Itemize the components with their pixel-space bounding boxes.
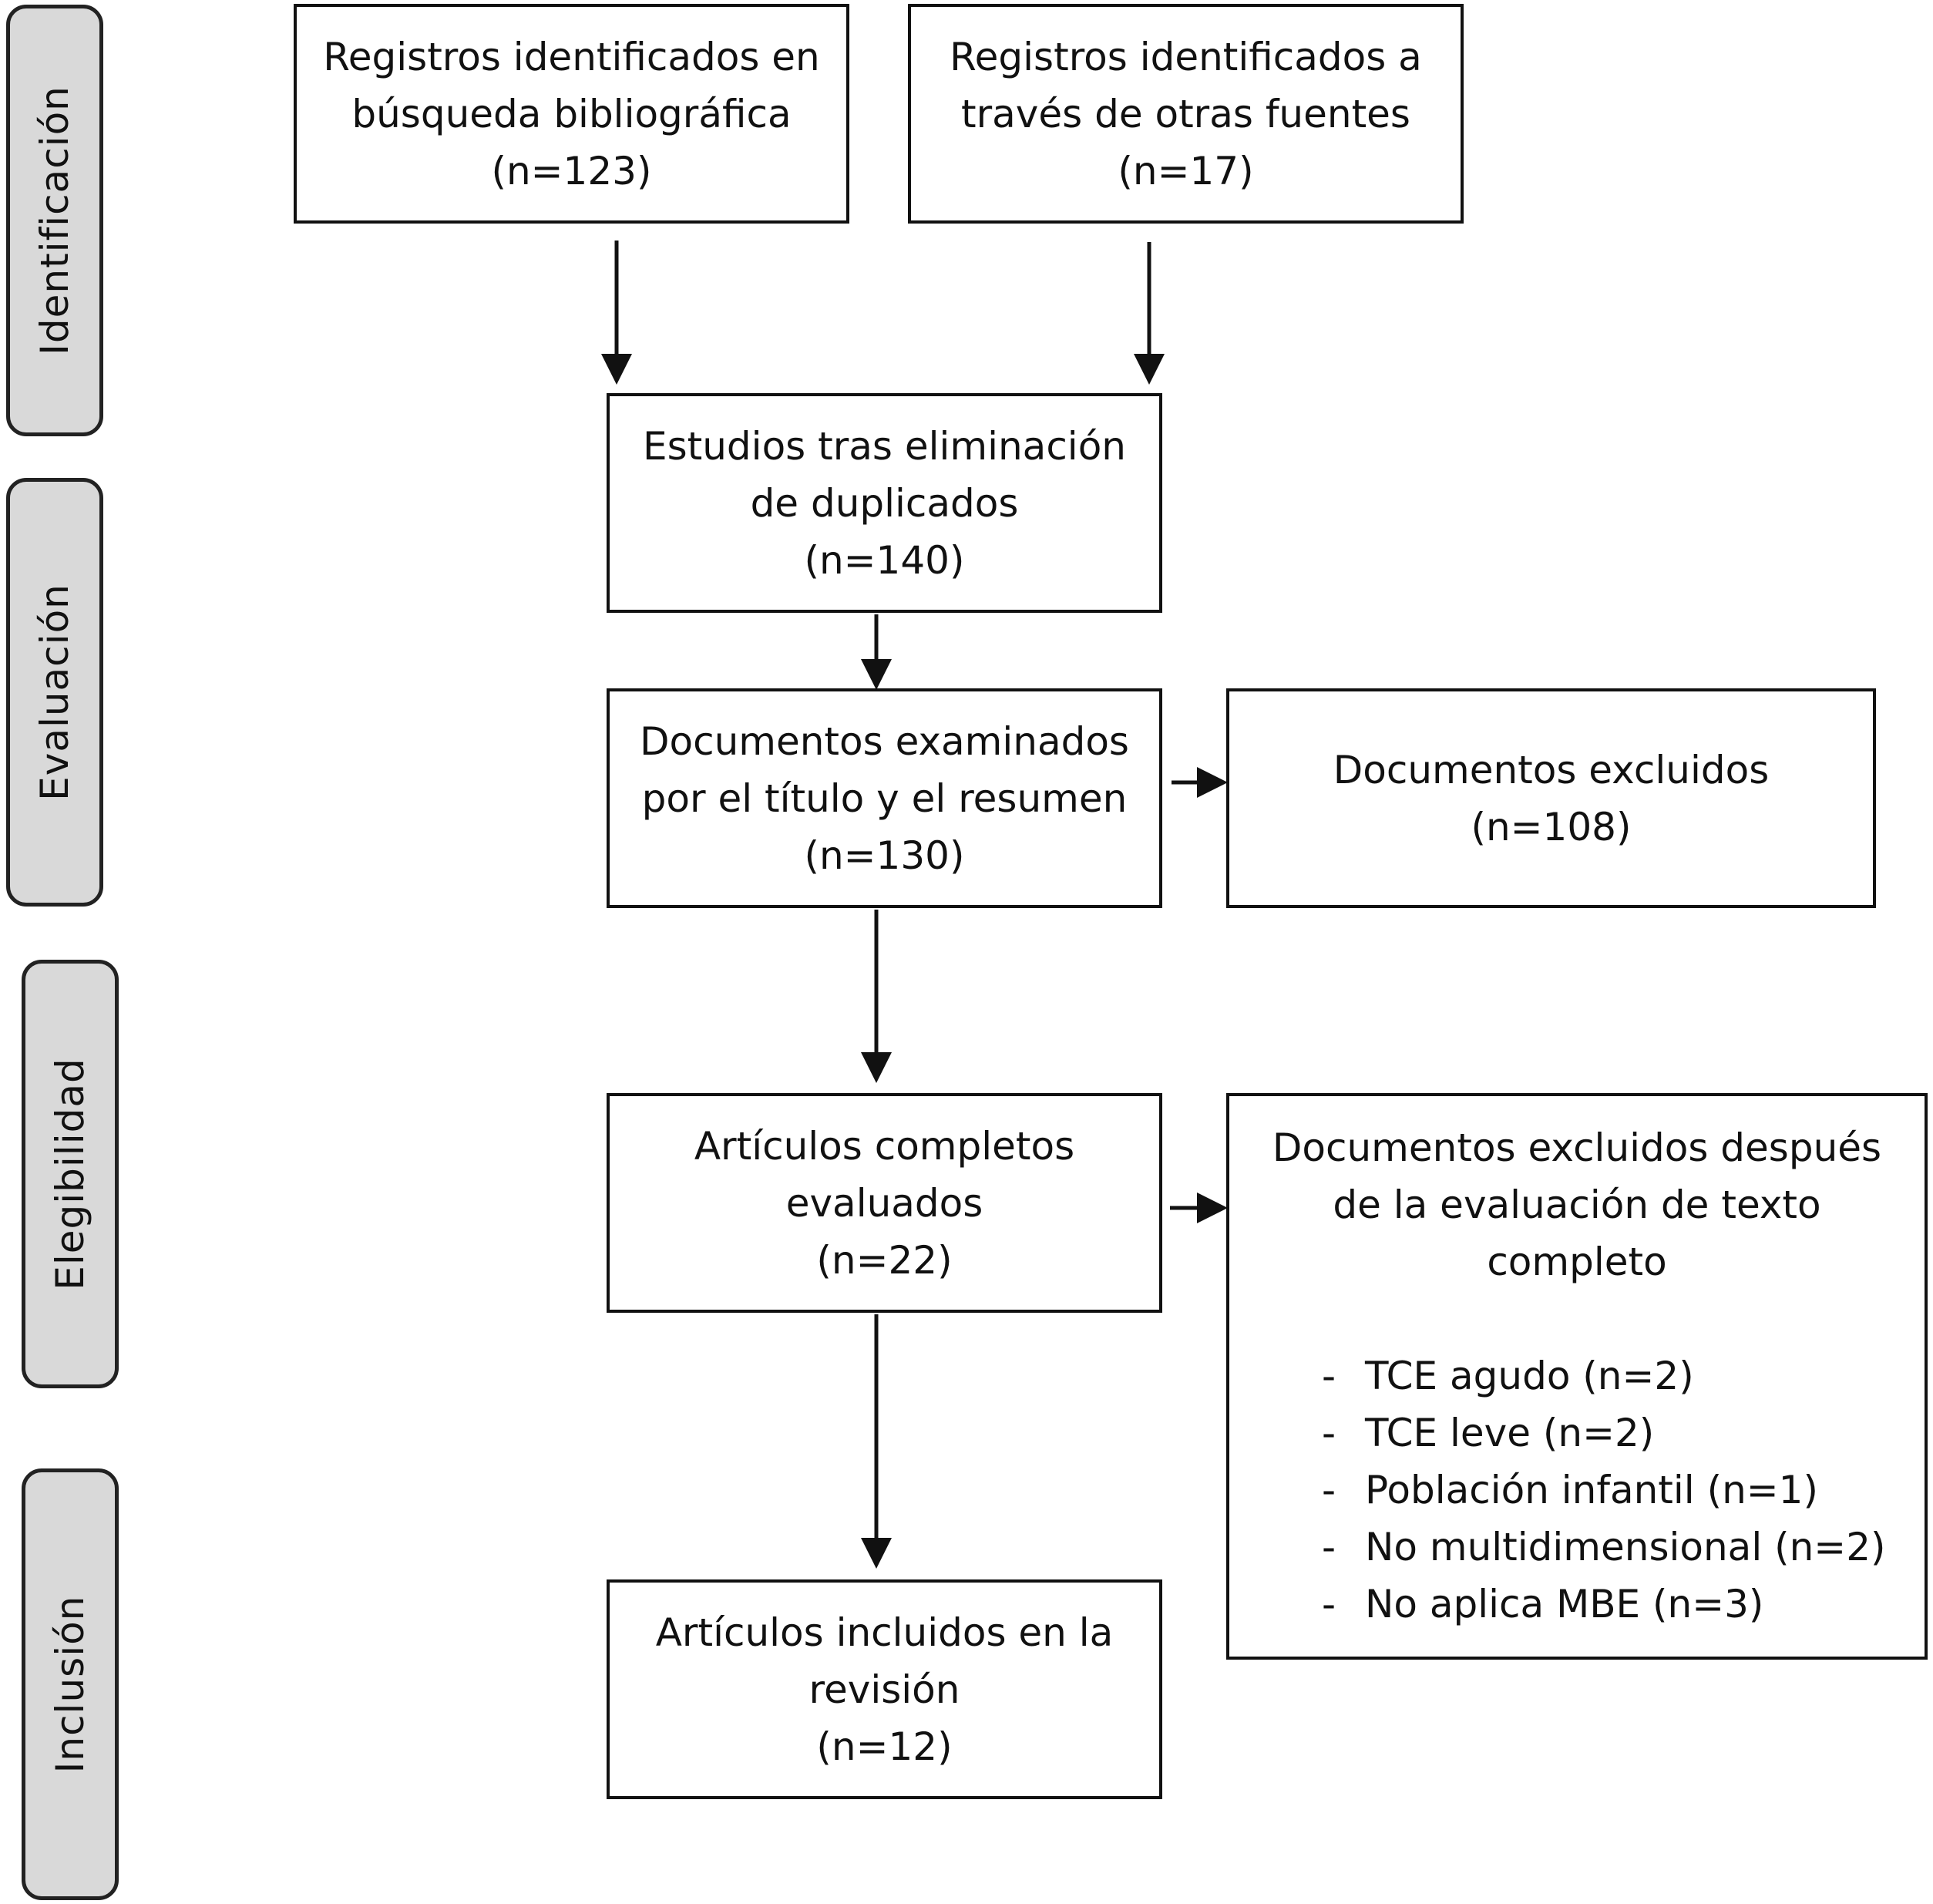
box-text-line: revisión <box>808 1667 960 1712</box>
phase-identificacion: Identificación <box>6 5 103 436</box>
list-bullet: - <box>1322 1354 1336 1398</box>
list-bullet: - <box>1322 1525 1336 1569</box>
box-articulos-incluidos: Artículos incluidos en la revisión (n=12… <box>607 1579 1162 1799</box>
box-text-line: evaluados <box>785 1180 983 1226</box>
box-documentos-excluidos: Documentos excluidos (n=108) <box>1226 688 1876 908</box>
box-text-line: Documentos excluidos después <box>1272 1125 1882 1170</box>
box-text-line: de duplicados <box>750 480 1019 526</box>
list-item-text: TCE leve (n=2) <box>1365 1411 1655 1455</box>
list-item: - No aplica MBE (n=3) <box>1322 1576 1886 1633</box>
list-bullet: - <box>1322 1468 1336 1512</box>
box-count: (n=140) <box>804 537 965 583</box>
list-item-text: Población infantil (n=1) <box>1365 1468 1818 1512</box>
box-count: (n=12) <box>816 1724 953 1769</box>
box-registros-otras-fuentes: Registros identificados a través de otra… <box>908 4 1464 224</box>
list-item: - TCE agudo (n=2) <box>1322 1347 1886 1404</box>
phase-label-evaluacion: Evaluación <box>32 584 77 801</box>
box-text-line: Artículos incluidos en la <box>655 1610 1114 1655</box>
list-item-text: TCE agudo (n=2) <box>1365 1354 1694 1398</box>
box-text-line: de la evaluación de texto <box>1333 1182 1821 1227</box>
phase-evaluacion: Evaluación <box>6 478 103 907</box>
list-bullet: - <box>1322 1582 1336 1626</box>
list-item: - No multidimensional (n=2) <box>1322 1519 1886 1576</box>
list-item: - TCE leve (n=2) <box>1322 1404 1886 1462</box>
box-text-line: por el título y el resumen <box>641 775 1128 821</box>
box-count: (n=108) <box>1471 804 1632 849</box>
list-item-text: No aplica MBE (n=3) <box>1365 1582 1764 1626</box>
phase-elegibilidad: Elegibilidad <box>22 960 119 1388</box>
box-count: (n=17) <box>1118 148 1254 193</box>
phase-label-elegibilidad: Elegibilidad <box>48 1058 92 1290</box>
phase-label-identificacion: Identificación <box>32 86 77 355</box>
list-item: - Población infantil (n=1) <box>1322 1462 1886 1519</box>
box-count: (n=22) <box>816 1237 953 1283</box>
box-registros-busqueda: Registros identificados en búsqueda bibl… <box>294 4 849 224</box>
box-text-line: través de otras fuentes <box>961 91 1410 136</box>
list-bullet: - <box>1322 1411 1336 1455</box>
box-articulos-evaluados: Artículos completos evaluados (n=22) <box>607 1093 1162 1313</box>
box-estudios-sin-duplicados: Estudios tras eliminación de duplicados … <box>607 393 1162 613</box>
phase-inclusion: Inclusión <box>22 1468 119 1900</box>
box-documentos-examinados: Documentos examinados por el título y el… <box>607 688 1162 908</box>
box-text-line: completo <box>1487 1240 1667 1284</box>
box-documentos-excluidos-texto-completo: Documentos excluidos después de la evalu… <box>1226 1093 1928 1660</box>
box-text-line: Artículos completos <box>694 1123 1075 1169</box>
box-text-line: Documentos examinados <box>640 718 1129 764</box>
exclusion-reasons-list: - TCE agudo (n=2) - TCE leve (n=2) - Pob… <box>1229 1347 1886 1633</box>
box-text-line: búsqueda bibliográfica <box>351 91 792 136</box>
phase-label-inclusion: Inclusión <box>48 1595 92 1774</box>
box-text-line: Registros identificados en <box>323 34 820 79</box>
box-text-line: Registros identificados a <box>950 34 1422 79</box>
box-count: (n=130) <box>804 833 965 878</box>
box-text-line: Estudios tras eliminación <box>643 423 1126 469</box>
box-text-line: Documentos excluidos <box>1333 747 1770 792</box>
box-count: (n=123) <box>491 148 652 193</box>
list-item-text: No multidimensional (n=2) <box>1365 1525 1886 1569</box>
